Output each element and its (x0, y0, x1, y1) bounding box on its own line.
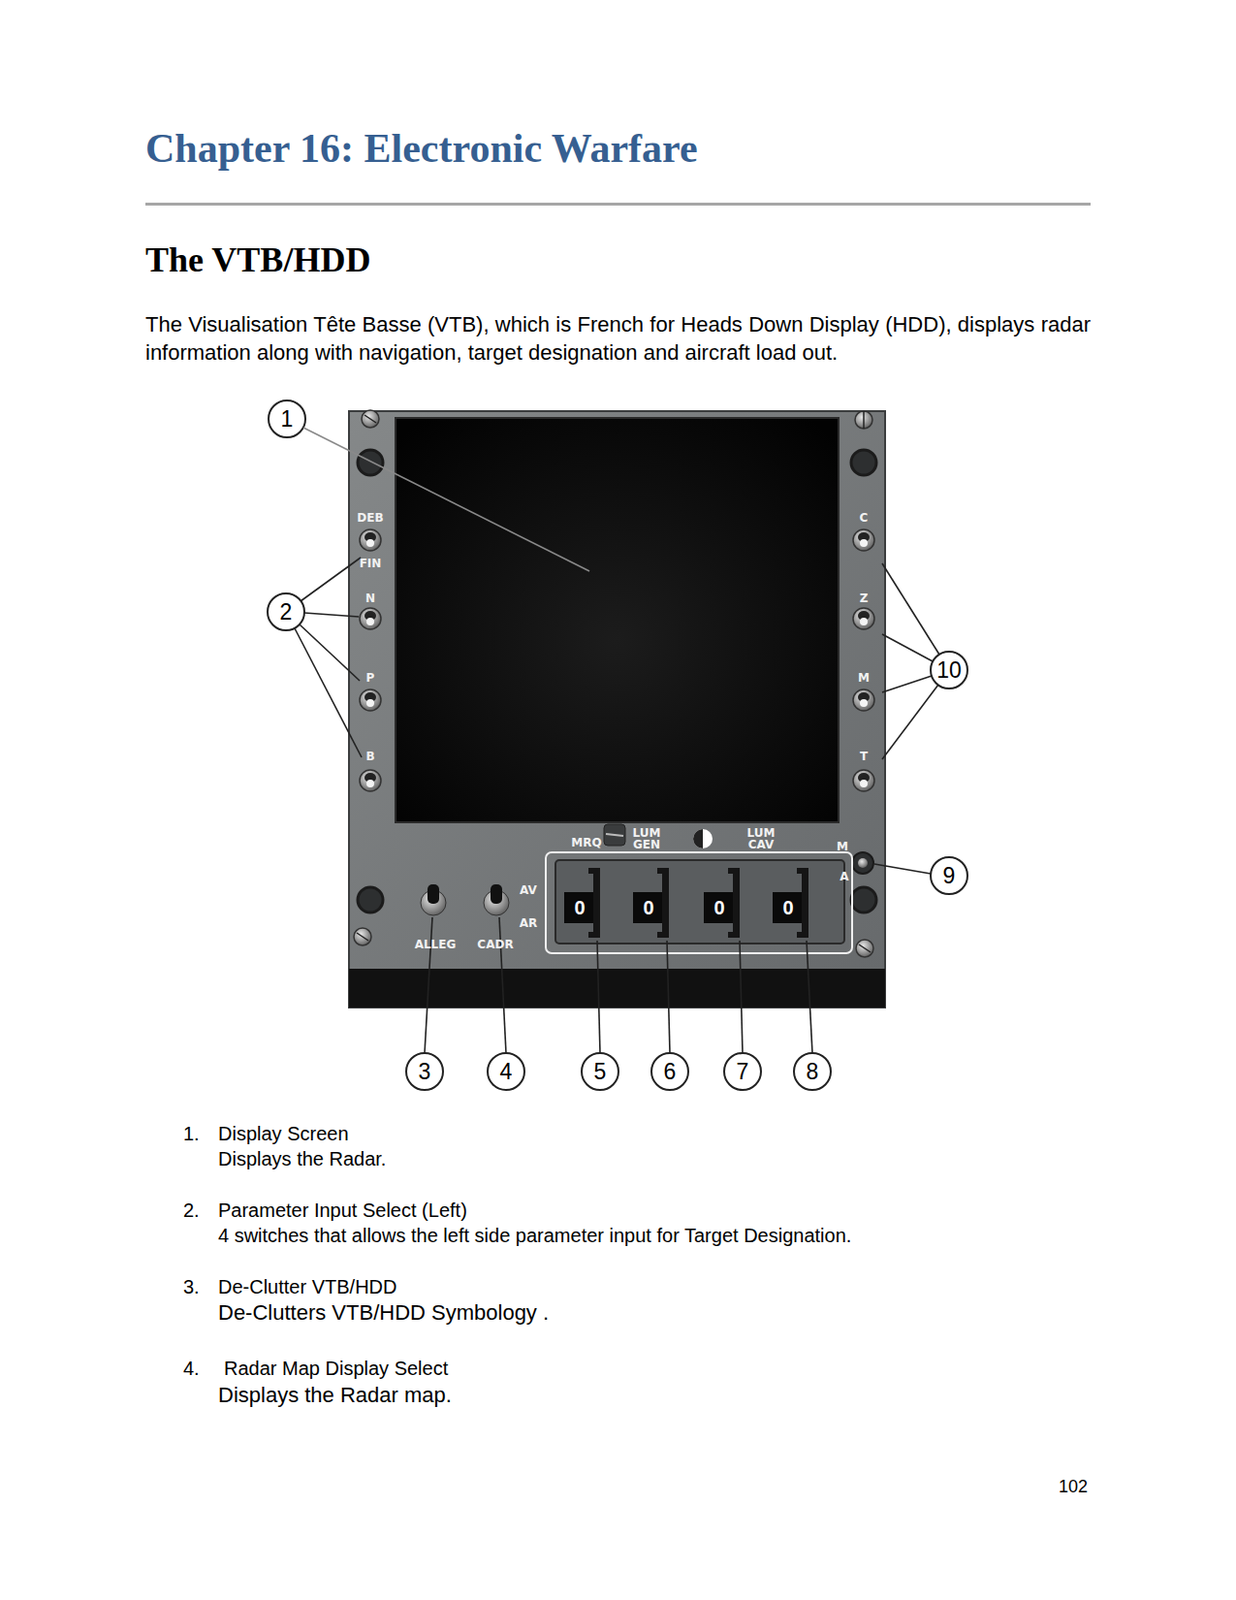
knob-label: LUM GEN (630, 826, 664, 851)
toggle-tip (366, 617, 375, 626)
digit-window (564, 891, 596, 923)
digit-window (772, 891, 804, 923)
callout-number: 7 (736, 1058, 750, 1084)
switch-label: AR (519, 917, 539, 929)
counter-digit: 0 (642, 896, 654, 920)
digit-window (633, 891, 665, 923)
toggle-tip (859, 538, 868, 547)
callout-number: 5 (594, 1058, 607, 1084)
digit-window (703, 891, 735, 923)
switch-label: T (859, 750, 868, 762)
toggle-switch (359, 689, 381, 711)
switch-label: B (365, 750, 375, 762)
knob-label: LUM CAV (744, 826, 778, 851)
toggle-tip (859, 779, 868, 788)
callout-number: 2 (280, 599, 293, 625)
toggle-tip (366, 698, 375, 707)
switch-label: Z (859, 592, 869, 604)
switch-label: FIN (359, 557, 382, 570)
list-body: De-Clutters VTB/HDD Symbology . (218, 1299, 549, 1325)
list-heading: Display Screen (218, 1122, 349, 1145)
callout-number: 8 (806, 1058, 820, 1084)
list-heading: Radar Map Display Select (223, 1357, 448, 1380)
thumbwheel (657, 931, 669, 938)
switch-label: DEB (356, 511, 383, 524)
button-label: M (836, 840, 849, 853)
thumbwheel (593, 867, 601, 938)
callout-number: 10 (936, 657, 962, 683)
thumbwheel (732, 867, 740, 938)
counter-digit: 0 (782, 896, 793, 920)
toggle-switch (853, 769, 875, 792)
callout-number: 1 (281, 406, 294, 432)
callout-number: 4 (500, 1058, 513, 1084)
switch-label: AV (519, 884, 538, 896)
list-body: 4 switches that allows the left side par… (218, 1224, 852, 1247)
thumbwheel (801, 867, 809, 938)
counter-digit: 0 (573, 896, 585, 920)
toggle-switch (853, 607, 875, 630)
toggle-tip (859, 617, 868, 626)
button-label: A (839, 870, 849, 883)
list-number: 3. (183, 1275, 200, 1299)
switch-label: P (366, 671, 376, 684)
switch-label: C (859, 511, 869, 524)
section-heading: The VTB/HDD (145, 240, 371, 281)
list-heading: Parameter Input Select (Left) (218, 1199, 468, 1222)
chapter-title: Chapter 16: Electronic Warfare (145, 125, 698, 172)
thumbwheel (588, 867, 601, 874)
switch-label: M (857, 671, 870, 684)
list-number: 4. (183, 1357, 200, 1380)
thumbwheel (657, 867, 669, 874)
counter-digit: 0 (713, 896, 725, 920)
callout-number: 3 (418, 1058, 432, 1084)
switch-label: N (365, 592, 376, 604)
toggle-tip (366, 779, 375, 788)
callout-number: 6 (664, 1058, 677, 1084)
thumbwheel (588, 931, 601, 938)
list-heading: De-Clutter VTB/HDD (218, 1275, 397, 1299)
list-body: Displays the Radar map. (218, 1382, 452, 1407)
knob-label: MRQ (570, 836, 602, 849)
toggle-switch (853, 529, 875, 551)
intro-paragraph: The Visualisation Tête Basse (VTB), whic… (145, 311, 1091, 367)
list-body: Displays the Radar. (218, 1147, 386, 1171)
toggle-switch (359, 607, 381, 630)
thumbwheel (796, 931, 809, 938)
toggle-switch (853, 689, 875, 711)
thumbwheel (728, 867, 740, 874)
thumbwheel (796, 867, 809, 874)
list-number: 2. (183, 1199, 200, 1222)
switch-label: CADR (476, 938, 513, 951)
callout-number: 9 (943, 862, 956, 888)
toggle-tip (859, 698, 868, 707)
toggle-switch (359, 769, 381, 792)
toggle-tip (366, 538, 375, 547)
page-number: 102 (1058, 1476, 1088, 1497)
list-number: 1. (183, 1122, 200, 1145)
toggle-switch (359, 529, 381, 551)
switch-label: ALLEG (414, 938, 457, 951)
thumbwheel (728, 931, 740, 938)
thumbwheel (662, 867, 669, 938)
